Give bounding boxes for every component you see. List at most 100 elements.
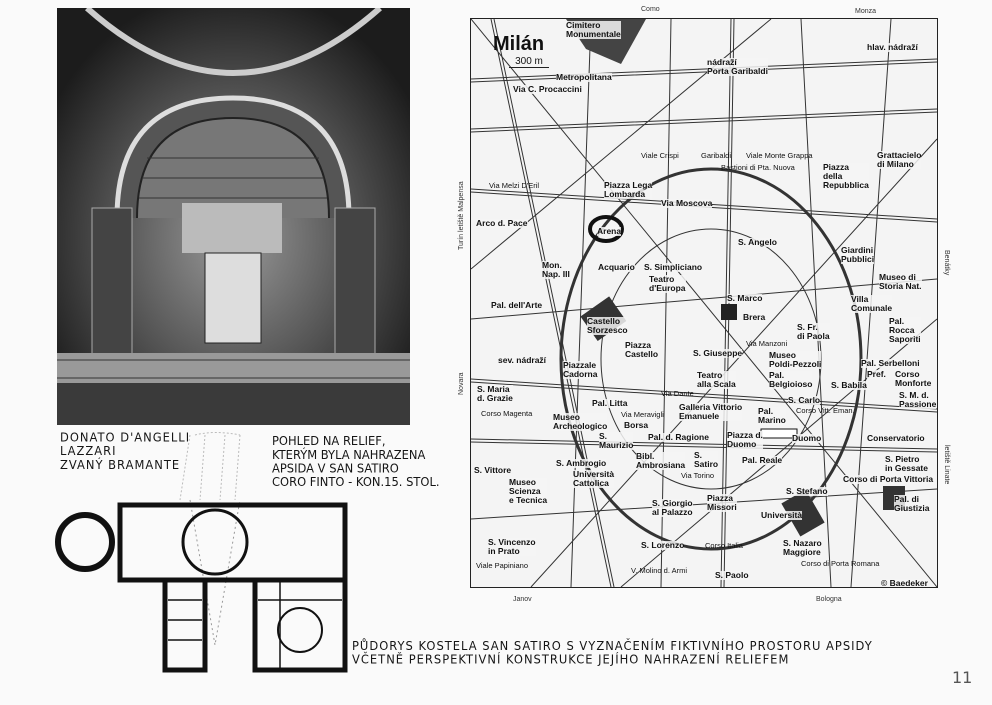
map-street-label: Corso di Porta Romana bbox=[801, 559, 880, 568]
map-street-label: Via Meravigli bbox=[621, 410, 664, 419]
map-label: nádraží Porta Garibaldi bbox=[707, 57, 768, 76]
map-label: S. Vittore bbox=[474, 465, 512, 475]
map-label: Pal. Serbelloni bbox=[861, 358, 920, 368]
map-edge-benatky: Benátky bbox=[943, 250, 950, 276]
map-label: Via Moscova bbox=[661, 198, 713, 208]
map-label: S. Simpliciano bbox=[644, 262, 703, 272]
map-label: Via C. Procaccini bbox=[513, 84, 582, 94]
map-label: Pal. di Giustizia bbox=[894, 494, 930, 513]
map-street-label: Garibaldi bbox=[701, 151, 732, 160]
map-edge-novara: Novara bbox=[458, 372, 465, 395]
map-label: S. Marco bbox=[727, 293, 763, 303]
map-label: Pal. dell'Arte bbox=[491, 300, 543, 310]
map-street-label: Viale Papiniano bbox=[476, 561, 528, 570]
milan-city-map: Milán 300 m Cimitero Monumentale nádraží … bbox=[470, 18, 938, 588]
map-label: S. Fr. di Paola bbox=[797, 322, 830, 341]
map-label: Grattacielo di Milano bbox=[877, 150, 922, 169]
map-label: Borsa bbox=[624, 420, 649, 430]
map-label: S. Maurizio bbox=[599, 431, 634, 450]
map-label: S. Angelo bbox=[738, 237, 777, 247]
map-label: © Baedeker bbox=[881, 578, 928, 588]
map-label: S. Carlo bbox=[788, 395, 821, 405]
map-label: Piazza Missori bbox=[707, 493, 737, 512]
map-label: Piazzale Cadorna bbox=[563, 360, 598, 379]
map-label: Museo Scienza e Tecnica bbox=[509, 477, 548, 505]
map-label: S. Lorenzo bbox=[641, 540, 685, 550]
map-label: S. Ambrogio bbox=[556, 458, 607, 468]
relief-caption: POHLED NA RELIEF, KTERÝM BYLA NAHRAZENA … bbox=[272, 433, 440, 490]
map-label: sev. nádraží bbox=[498, 355, 547, 365]
map-label: Piazza Lega Lombarda bbox=[604, 180, 653, 199]
map-label: Duomo bbox=[792, 433, 822, 443]
map-label: Pref. bbox=[867, 369, 886, 379]
map-label: S. Satiro bbox=[694, 450, 719, 469]
map-street-label: Via Manzoni bbox=[746, 339, 788, 348]
map-label: S. M. d. Passione bbox=[899, 390, 937, 409]
map-label: Teatro alla Scala bbox=[697, 370, 736, 389]
map-label: Acquario bbox=[598, 262, 635, 272]
map-label: Galleria Vittorio Emanuele bbox=[679, 402, 743, 421]
map-street-label: Viale Monte Grappa bbox=[746, 151, 813, 160]
map-label: Museo di Storia Nat. bbox=[879, 272, 922, 291]
san-satiro-interior-photo bbox=[57, 8, 410, 425]
map-label: Pal. d. Ragione bbox=[648, 432, 709, 442]
map-street-label: Bastioni di Pta. Nuova bbox=[721, 163, 795, 172]
map-label: S. Paolo bbox=[715, 570, 749, 580]
map-label: Pal. Belgioioso bbox=[769, 370, 813, 389]
map-label: Piazza d. Duomo bbox=[727, 430, 763, 449]
map-label: Museo Archeologico bbox=[553, 412, 608, 431]
architect-caption: DONATO D'ANGELLI LAZZARI ZVANÝ BRAMANTE bbox=[60, 429, 191, 472]
map-label: Università Cattolica bbox=[573, 469, 615, 488]
map-label: Corso Monforte bbox=[895, 369, 932, 388]
map-label: Conservatorio bbox=[867, 433, 925, 443]
map-label: S. Stefano bbox=[786, 486, 828, 496]
map-label: S. Maria d. Grazie bbox=[477, 384, 513, 403]
map-label: Corso di Porta Vittoria bbox=[843, 474, 935, 484]
map-street-label: Corso Italia bbox=[705, 541, 743, 550]
map-label: Pal. Reale bbox=[742, 455, 783, 465]
map-edge-bologna: Bologna bbox=[816, 596, 842, 603]
floor-plan-caption: PŮDORYS KOSTELA SAN SATIRO S VYZNAČENÍM … bbox=[352, 638, 873, 667]
map-scale-bar: 300 m bbox=[509, 56, 549, 68]
page-number: 11 bbox=[952, 668, 973, 687]
map-label: Bibl. Ambrosiana bbox=[636, 451, 686, 470]
map-label: S. Giuseppe bbox=[693, 348, 743, 358]
map-label: Castello Sforzesco bbox=[587, 316, 628, 335]
map-label: S. Nazaro Maggiore bbox=[783, 538, 822, 557]
map-label: Brera bbox=[743, 312, 766, 322]
map-label: S. Babila bbox=[831, 380, 867, 390]
map-label: Giardini Pubblici bbox=[841, 245, 875, 264]
map-label: Pal. Litta bbox=[592, 398, 628, 408]
map-edge-monza: Monza bbox=[855, 8, 877, 15]
map-label: Villa Comunale bbox=[851, 294, 893, 313]
map-label: Piazza Castello bbox=[625, 340, 659, 359]
map-edge-turin: Turín letiště Malpensa bbox=[458, 181, 465, 250]
church-floor-plan-drawing bbox=[55, 432, 348, 673]
map-label: Pal. Rocca Saporiti bbox=[889, 316, 921, 344]
map-edge-linate: letiště Linate bbox=[943, 445, 950, 485]
map-label: S. Giorgio al Palazzo bbox=[652, 498, 693, 517]
map-label: Teatro d'Europa bbox=[649, 274, 686, 293]
map-street-label: Corso Magenta bbox=[481, 409, 533, 418]
map-label: Arco d. Pace bbox=[476, 218, 528, 228]
map-label: Pal. Marino bbox=[758, 406, 786, 425]
map-street-label: Corso Vitt. Eman. bbox=[796, 406, 855, 415]
map-label: Museo Poldi-Pezzoli bbox=[769, 350, 822, 369]
map-label: Metropolitana bbox=[556, 72, 612, 82]
map-label: Università bbox=[761, 510, 803, 520]
map-edge-janov: Janov bbox=[513, 596, 532, 603]
map-street-label: V. Molino d. Armi bbox=[631, 566, 687, 575]
map-label: Mon. Nap. III bbox=[542, 260, 570, 279]
map-label: Piazza della Repubblica bbox=[823, 162, 869, 190]
map-street-label: Via Melzi D'Eril bbox=[489, 181, 540, 190]
map-label: S. Vincenzo in Prato bbox=[488, 537, 536, 556]
map-label: Arena bbox=[597, 226, 622, 236]
map-edge-como: Como bbox=[641, 6, 660, 13]
map-label: hlav. nádraží bbox=[867, 42, 918, 52]
map-label: S. Pietro in Gessate bbox=[885, 454, 928, 473]
map-label: Cimitero Monumentale bbox=[566, 20, 621, 39]
map-title: Milán bbox=[493, 33, 545, 55]
map-street-label: Via Torino bbox=[681, 471, 715, 480]
map-street-label: Via Dante bbox=[661, 389, 694, 398]
